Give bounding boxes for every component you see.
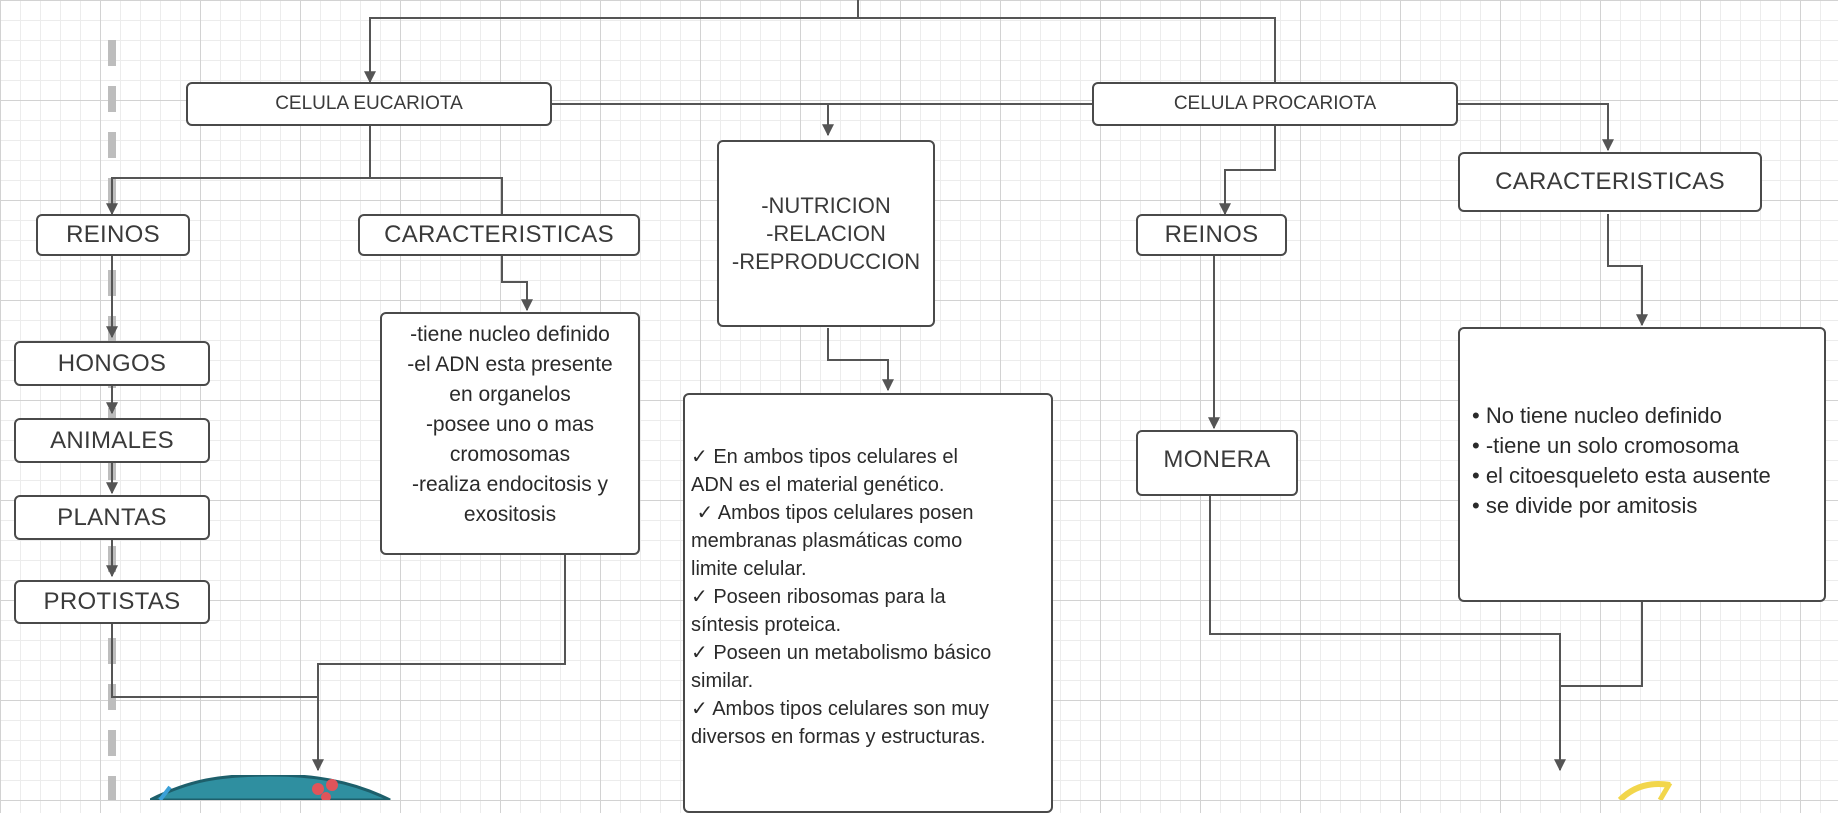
animales-node[interactable]: ANIMALES <box>14 418 210 463</box>
eucariota-caracteristica-item: -el ADN esta presente <box>407 353 613 376</box>
hongos-node[interactable]: HONGOS <box>14 341 210 386</box>
eucariota-reinos-node[interactable]: REINOS <box>36 214 190 256</box>
funciones-node[interactable]: -NUTRICION -RELACION -REPRODUCCION <box>717 140 935 327</box>
eucariota-caracteristicas-list[interactable]: -tiene nucleo definido -el ADN esta pres… <box>380 312 640 555</box>
similitud-item: síntesis proteica. <box>691 614 842 636</box>
protistas-node[interactable]: PROTISTAS <box>14 580 210 624</box>
similitud-item: ✓ Ambos tipos celulares son muy <box>691 698 989 720</box>
monera-node[interactable]: MONERA <box>1136 430 1298 496</box>
connector-euk-down <box>106 124 371 216</box>
eucariota-caracteristicas-node[interactable]: CARACTERISTICAS <box>358 214 640 256</box>
connector-root <box>364 0 859 84</box>
similitud-item: ✓ En ambos tipos celulares el <box>691 446 958 468</box>
eucariota-caracteristica-item: en organelos <box>449 383 571 406</box>
connector-caract-pro-list <box>1607 214 1648 327</box>
connector-func-simil <box>827 328 894 392</box>
connector-caract-list <box>501 256 533 312</box>
procariota-caracteristica-item: • No tiene nucleo definido <box>1472 403 1722 428</box>
connector-protistas-bottom <box>111 624 324 772</box>
plantas-node[interactable]: PLANTAS <box>14 495 210 540</box>
eucariota-caracteristica-item: -tiene nucleo definido <box>410 323 610 346</box>
similitud-item: ✓ Ambos tipos celulares posen <box>691 502 974 524</box>
similitud-item: ✓ Poseen ribosomas para la <box>691 586 946 608</box>
similitud-item: ADN es el material genético. <box>691 474 945 496</box>
eucariota-caracteristica-item: cromosomas <box>449 443 571 466</box>
eucariota-caracteristica-item: exositosis <box>463 503 557 526</box>
connector-prolist-bottom <box>1560 602 1643 687</box>
similitudes-list[interactable]: ✓ En ambos tipos celulares el ADN es el … <box>683 393 1053 813</box>
cell-illustration <box>150 775 391 800</box>
connector-root-right <box>858 17 1276 82</box>
similitud-item: membranas plasmáticas como <box>691 530 963 552</box>
similitud-item: similar. <box>691 670 754 692</box>
eucariota-caracteristica-item: -realiza endocitosis y <box>411 473 609 496</box>
connector-euk-caract <box>370 177 503 214</box>
procariota-caracteristica-item: • se divide por amitosis <box>1472 493 1698 518</box>
similitud-item: ✓ Poseen un metabolismo básico <box>691 642 992 664</box>
connector-pro-caract <box>1458 103 1614 152</box>
connector-pro-reinos <box>1219 124 1276 216</box>
eucariota-caracteristica-item: -posee uno o mas <box>425 413 595 436</box>
procariota-caracteristicas-node[interactable]: CARACTERISTICAS <box>1458 152 1762 212</box>
procariota-caracteristica-item: • el citoesqueleto esta ausente <box>1472 463 1771 488</box>
connector-euklist-bottom <box>317 555 566 697</box>
connector-monera-bottom <box>1209 496 1566 772</box>
eucariota-node[interactable]: CELULA EUCARIOTA <box>186 82 552 126</box>
similitud-item: diversos en formas y estructuras. <box>691 726 986 748</box>
similitud-item: limite celular. <box>691 558 807 580</box>
procariota-caracteristicas-list[interactable]: • No tiene nucleo definido • -tiene un s… <box>1458 327 1826 602</box>
procariota-caracteristica-item: • -tiene un solo cromosoma <box>1472 433 1739 458</box>
procariota-node[interactable]: CELULA PROCARIOTA <box>1092 82 1458 126</box>
procariota-reinos-node[interactable]: REINOS <box>1136 214 1287 256</box>
sun-illustration <box>1617 781 1673 800</box>
